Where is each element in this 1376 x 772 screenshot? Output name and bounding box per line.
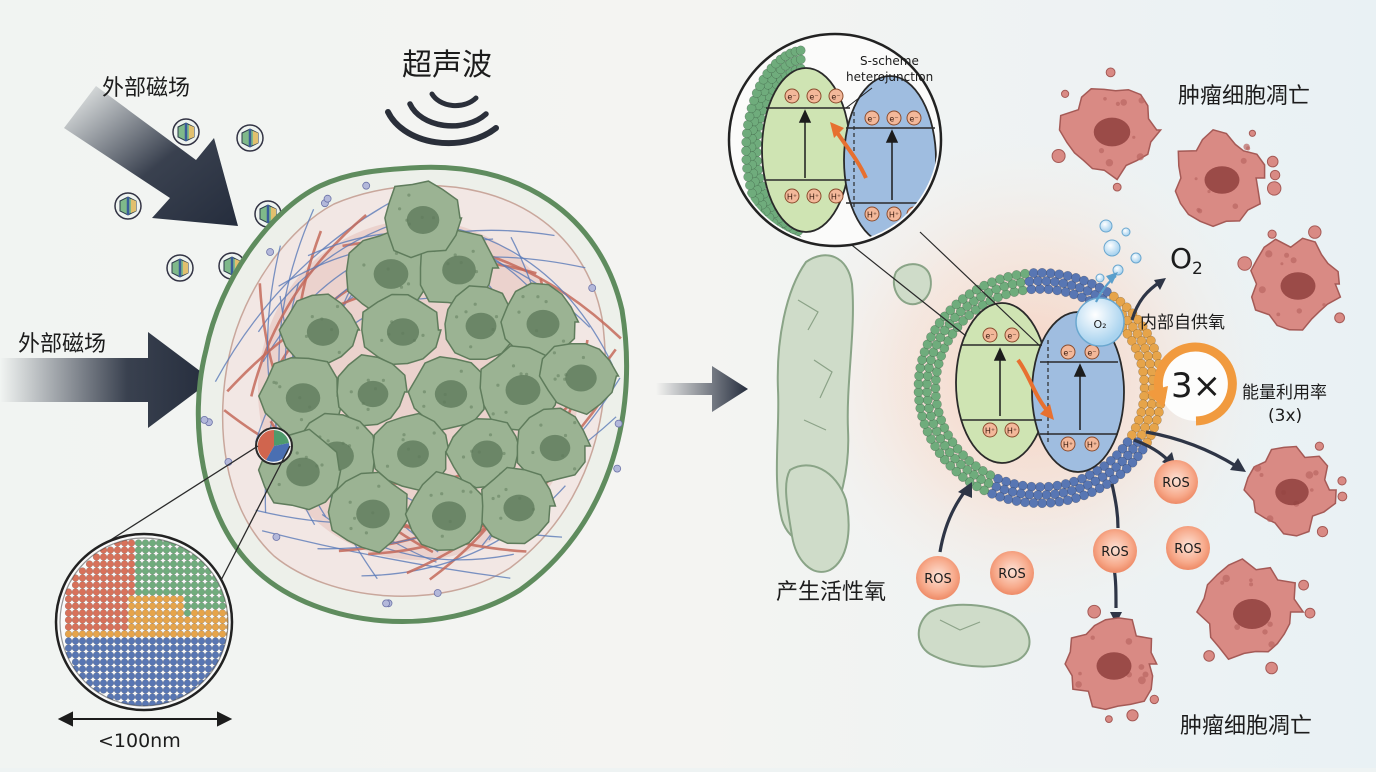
apoptotic-cell (1243, 441, 1348, 538)
apoptotic-cells (1051, 67, 1348, 723)
tumor-cell (516, 407, 592, 484)
efficiency-badge-icon (1146, 342, 1237, 426)
efficiency-value: (3x) (1268, 406, 1303, 426)
embedded-nanoparticle (255, 427, 293, 465)
efficiency-badge-text: 3× (1171, 366, 1221, 406)
svg-text:e⁻: e⁻ (1087, 349, 1096, 358)
tumor-cell (327, 471, 414, 554)
magnetic-field-label-left: 外部磁场 (18, 332, 107, 357)
tumor-cell (371, 412, 450, 491)
svg-text:e⁻: e⁻ (909, 115, 918, 124)
ros-particles (916, 460, 1210, 600)
membrane-particles (200, 181, 623, 608)
heterojunction-particle: e⁻ e⁻ e⁻ e⁻ H⁺ H⁺ H⁺ H⁺ (913, 267, 1167, 509)
tumor-cell (336, 354, 408, 427)
o2-label: O2 (1170, 242, 1203, 279)
svg-text:H⁺: H⁺ (787, 193, 797, 202)
tumor-cell (384, 180, 463, 259)
tumor-cell-cluster (257, 180, 620, 554)
svg-text:H⁺: H⁺ (831, 193, 841, 202)
tumor-cell (538, 342, 620, 416)
svg-text:e⁻: e⁻ (985, 332, 994, 341)
svg-text:e⁻: e⁻ (809, 93, 818, 102)
nanoparticle-icon (114, 192, 142, 220)
oxygen-bubbles (1075, 219, 1142, 347)
tumor-cell (407, 356, 486, 432)
tumor-cell (278, 293, 361, 370)
apoptotic-cell (1051, 67, 1163, 192)
apoptosis-label-bottom: 肿瘤细胞凋亡 (1180, 714, 1313, 739)
apoptosis-label-top: 肿瘤细胞凋亡 (1178, 84, 1311, 109)
svg-text:e⁻: e⁻ (831, 93, 840, 102)
svg-text:H⁺: H⁺ (1007, 427, 1017, 436)
svg-text:H⁺: H⁺ (1087, 441, 1097, 450)
magnetic-field-label-top: 外部磁场 (102, 76, 191, 101)
svg-text:H⁺: H⁺ (809, 193, 819, 202)
magnetic-arrow-top (64, 86, 238, 226)
tumor-cell (481, 466, 557, 545)
svg-text:H⁺: H⁺ (985, 427, 995, 436)
apoptotic-cell (1064, 604, 1160, 723)
svg-text:e⁻: e⁻ (889, 115, 898, 124)
tumor-cell (444, 285, 518, 361)
ros-label-1: ROS (924, 572, 952, 587)
o2-bubble-label: O₂ (1093, 318, 1106, 331)
tumor-cell (445, 417, 522, 489)
tissue-fragments (775, 254, 1031, 668)
svg-text:H⁺: H⁺ (1063, 441, 1073, 450)
nanoparticle-icon (236, 124, 264, 152)
ros-label-5: ROS (1174, 542, 1202, 557)
s-scheme-label-1: S-scheme (860, 54, 919, 68)
apoptotic-cell (1195, 558, 1316, 675)
apoptotic-cell (1174, 128, 1282, 228)
ros-generation-label: 产生活性氧 (776, 580, 887, 605)
nanoparticle-zoom (54, 532, 234, 712)
svg-text:e⁻: e⁻ (1063, 349, 1072, 358)
self-oxygen-label: 内部自供氧 (1140, 313, 1225, 333)
svg-text:e⁻: e⁻ (867, 115, 876, 124)
ros-label-2: ROS (998, 567, 1026, 582)
apoptotic-cell (1237, 225, 1345, 331)
tumor-tissue (195, 164, 630, 625)
size-arrow (57, 711, 233, 727)
tumor-cell (500, 282, 580, 361)
tumor-cell (404, 470, 490, 551)
ros-label-3: ROS (1162, 476, 1190, 491)
svg-text:e⁻: e⁻ (787, 93, 796, 102)
nanoparticle-group (114, 118, 282, 282)
tumor-cell (361, 293, 442, 366)
ultrasound-wave-icon (385, 91, 499, 147)
s-scheme-label-2: heterojunction (846, 70, 934, 84)
nanoparticle-icon (166, 254, 194, 282)
nanoparticle-icon (172, 118, 200, 146)
ultrasound-label: 超声波 (402, 48, 492, 83)
svg-text:e⁻: e⁻ (1007, 332, 1016, 341)
size-label: <100nm (98, 730, 181, 752)
svg-text:H⁺: H⁺ (889, 211, 899, 220)
magnetic-arrow-left (0, 332, 212, 428)
efficiency-label: 能量利用率 (1242, 383, 1327, 403)
svg-text:H⁺: H⁺ (867, 211, 877, 220)
ros-label-4: ROS (1101, 545, 1129, 560)
process-arrow (656, 366, 748, 412)
s-scheme-inset: e⁻e⁻e⁻e⁻e⁻e⁻H⁺H⁺H⁺H⁺H⁺H⁺ (727, 32, 943, 248)
